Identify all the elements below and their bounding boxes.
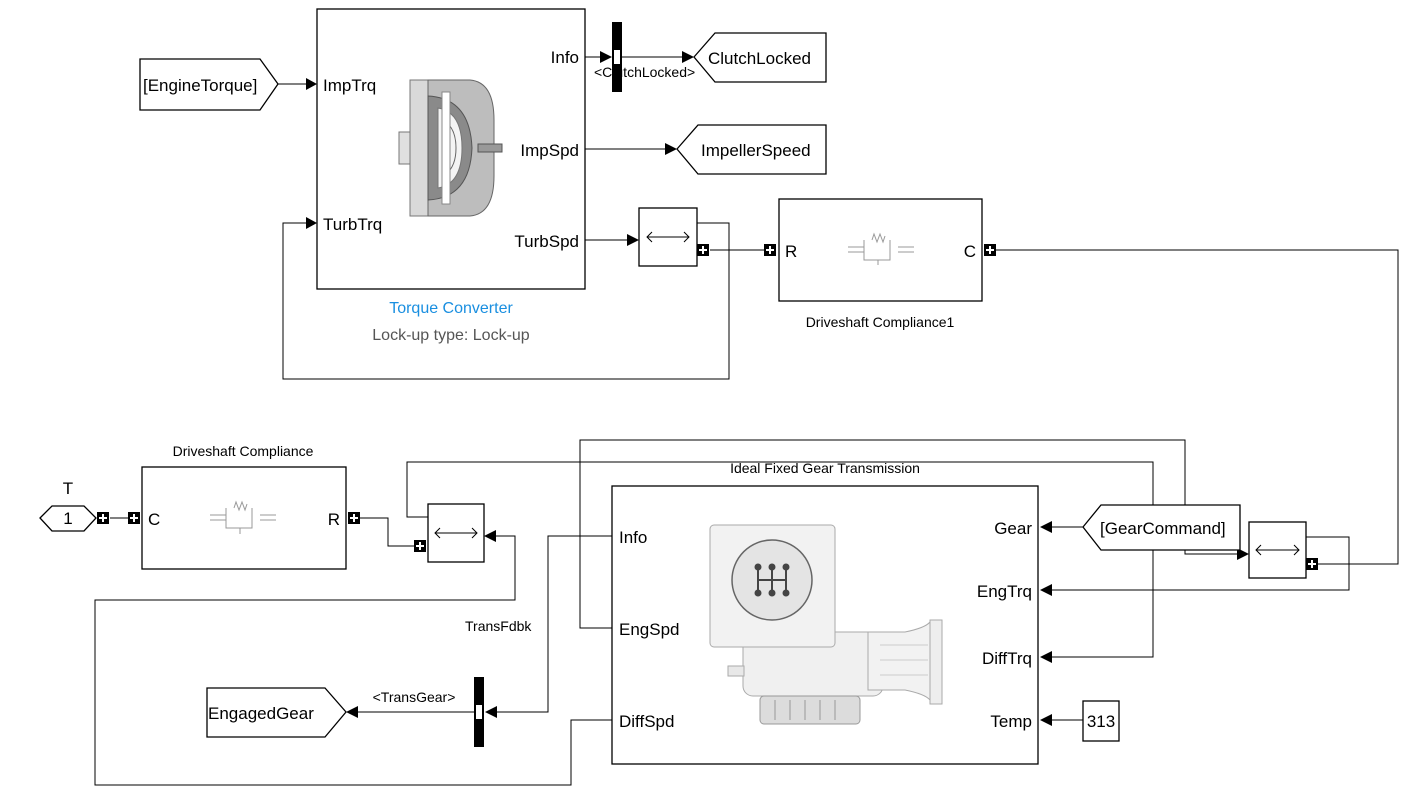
port-difftrq: DiffTrq [982, 649, 1032, 668]
driveshaft-compliance1-block[interactable]: R C Driveshaft Compliance1 [764, 198, 996, 330]
port-tc-info: Info [551, 48, 579, 67]
transgear-signal-label: <TransGear> [373, 689, 456, 705]
inport-label: T [63, 479, 73, 498]
torque-converter-icon [398, 79, 503, 217]
spring-icon [210, 500, 276, 534]
clutch-locked-goto-block[interactable]: ClutchLocked [693, 32, 827, 83]
impeller-speed-label: ImpellerSpeed [701, 141, 811, 160]
port-diffspd: DiffSpd [619, 712, 674, 731]
simulink-ps-converter-lower[interactable] [414, 503, 485, 563]
port-engtrq: EngTrq [977, 582, 1032, 601]
torque-converter-subtitle: Lock-up type: Lock-up [372, 327, 530, 344]
port-trans-info: Info [619, 528, 647, 547]
gear-command-from-block[interactable]: [GearCommand] [1082, 504, 1241, 551]
engine-torque-from-block[interactable]: [EngineTorque] [139, 58, 279, 111]
clutch-bus-selector[interactable]: <ClutchLocked> [594, 22, 695, 92]
ds1-port-c: C [964, 242, 976, 261]
transmission-title: Ideal Fixed Gear Transmission [730, 460, 920, 476]
engine-torque-label: [EngineTorque] [143, 76, 257, 95]
torque-converter-title[interactable]: Torque Converter [389, 300, 513, 317]
port-imptrq: ImpTrq [323, 76, 376, 95]
signal-lines [94, 51, 1399, 786]
torque-converter-block[interactable]: ImpTrq TurbTrq Info ImpSpd TurbSpd Torqu… [316, 8, 586, 344]
ds1-title: Driveshaft Compliance1 [806, 314, 955, 330]
ds-port-r: R [328, 510, 340, 529]
inport-block[interactable]: 1 T [39, 479, 109, 532]
driveshaft-compliance-block[interactable]: C R Driveshaft Compliance [128, 443, 360, 570]
ds-title: Driveshaft Compliance [173, 443, 314, 459]
transgear-bus-selector[interactable]: <TransGear> [373, 677, 484, 747]
transmission-block[interactable]: Ideal Fixed Gear Transmission Info EngSp… [611, 460, 1039, 765]
port-engspd: EngSpd [619, 620, 680, 639]
engaged-gear-goto-block[interactable]: EngagedGear [206, 687, 347, 738]
spring-icon [848, 232, 914, 265]
wire-engspd[interactable] [579, 439, 1237, 629]
port-impspd: ImpSpd [520, 141, 579, 160]
simulink-ps-converter-right[interactable] [1248, 521, 1318, 579]
ds1-port-r: R [785, 242, 797, 261]
ds-port-c: C [148, 510, 160, 529]
port-turbspd: TurbSpd [514, 232, 579, 251]
wire-engtrq[interactable] [1052, 536, 1350, 591]
inport-value: 1 [63, 509, 72, 528]
wire-difftrq[interactable] [406, 461, 1154, 658]
transfdbk-signal-label: TransFdbk [465, 618, 532, 634]
wire-diffspd[interactable] [94, 535, 612, 786]
port-turbtrq: TurbTrq [323, 215, 382, 234]
wire-turbtrq-feedback[interactable] [282, 222, 730, 380]
clutch-locked-label: ClutchLocked [708, 49, 811, 68]
wire-ds1-c[interactable] [996, 249, 1399, 565]
port-temp: Temp [990, 712, 1032, 731]
engaged-gear-label: EngagedGear [208, 704, 314, 723]
impeller-speed-goto-block[interactable]: ImpellerSpeed [676, 124, 827, 175]
gear-command-label: [GearCommand] [1100, 519, 1226, 538]
wire-trans-info[interactable] [496, 535, 612, 713]
temp-constant-value: 313 [1087, 712, 1115, 731]
wire-ds-r[interactable] [360, 517, 414, 547]
temp-constant-block[interactable]: 313 [1082, 700, 1120, 742]
simulink-ps-converter-upper[interactable] [638, 207, 709, 267]
clutch-locked-signal-label: <ClutchLocked> [594, 64, 695, 80]
gearbox-icon [709, 524, 943, 725]
port-gear: Gear [994, 519, 1032, 538]
